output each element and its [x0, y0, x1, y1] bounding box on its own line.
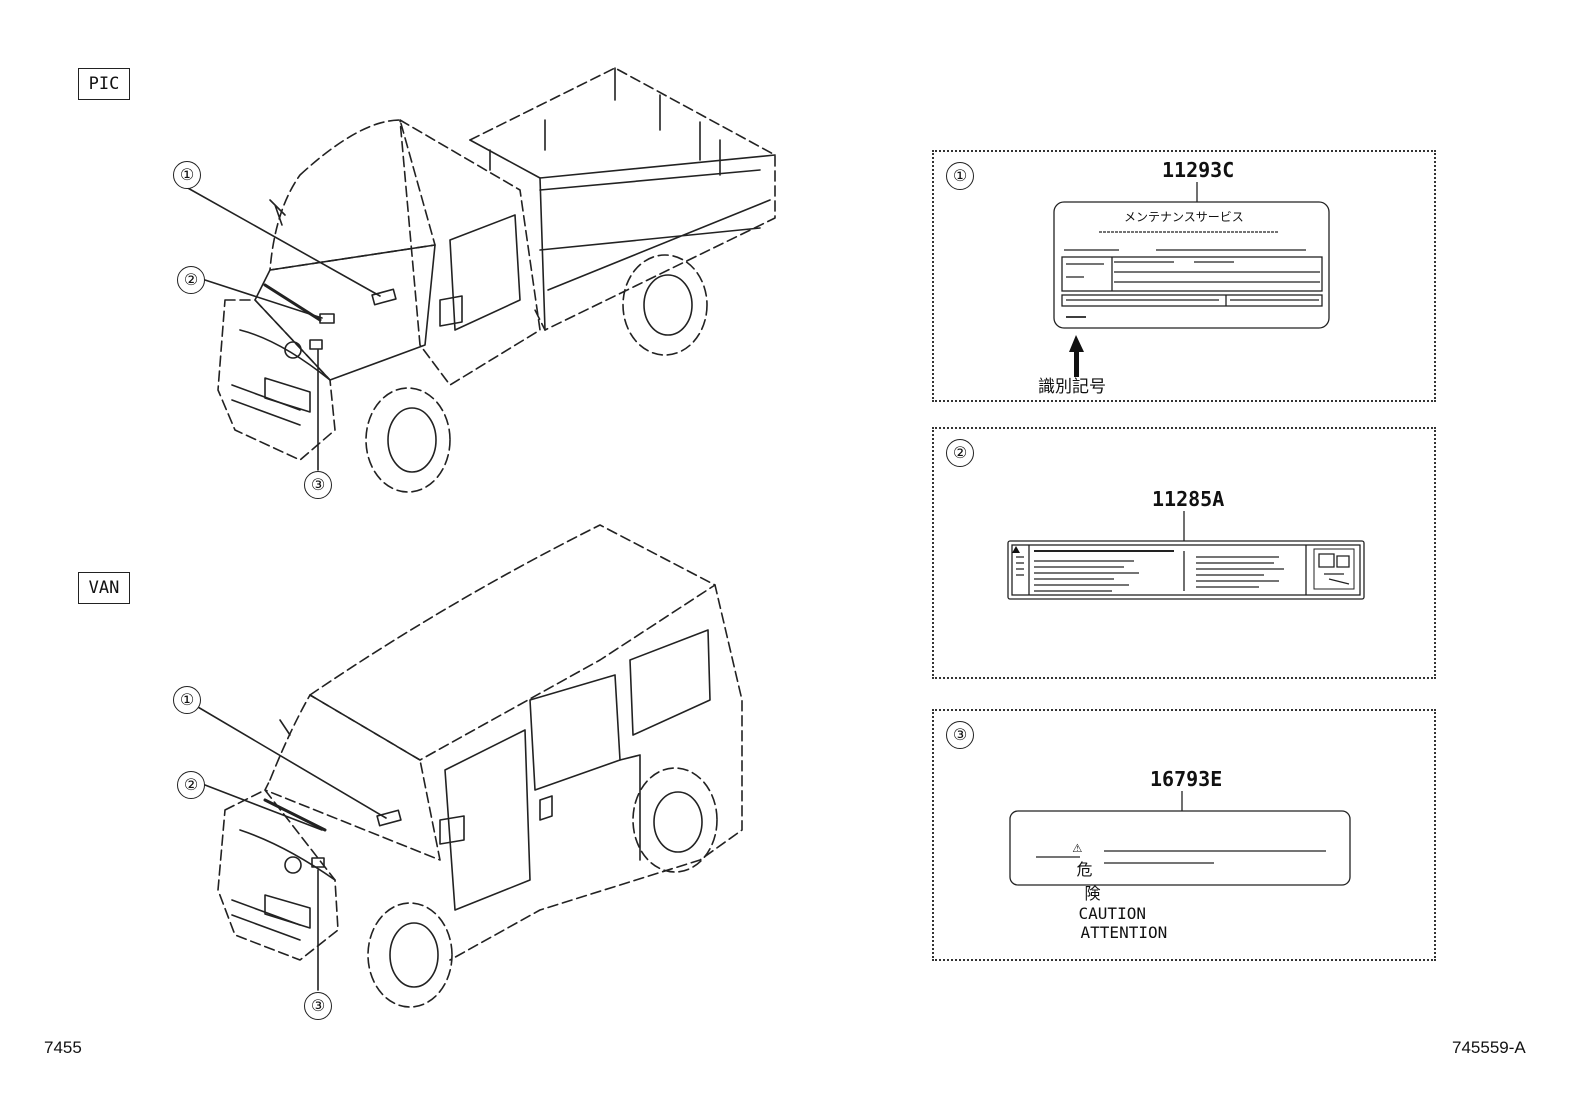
panel-1-part-number: 11293C — [1162, 158, 1235, 182]
pic-callout-2: ② — [177, 266, 205, 294]
panel-2-part-number: 11285A — [1152, 487, 1225, 511]
label-panel-2: ② 11285A — [932, 427, 1436, 679]
panel-1-number: ① — [946, 162, 974, 190]
pic-section-tag: PIC — [78, 68, 130, 100]
panel-3-number: ③ — [946, 721, 974, 749]
van-callout-3: ③ — [304, 992, 332, 1020]
caution-word-kiken-2: 険 — [1084, 884, 1101, 903]
pickup-truck-drawing — [185, 67, 776, 493]
pic-callout-1: ① — [173, 161, 201, 189]
maintenance-label-drawing — [1053, 182, 1330, 377]
panel-3-part-number: 16793E — [1150, 767, 1223, 791]
label-panel-1: ① 11293C メンテナンスサービス 識別記号 — [932, 150, 1436, 402]
maintenance-label-title: メンテナンスサービス — [1124, 210, 1244, 224]
panel-2-number: ② — [946, 439, 974, 467]
identification-mark-text: 識別記号 — [1038, 377, 1106, 397]
label-panel-3: ③ 16793E ⚠ 危 険 CAUTION ATTENTION — [932, 709, 1436, 961]
pic-callout-3: ③ — [304, 471, 332, 499]
van-callout-2: ② — [177, 771, 205, 799]
warning-label-drawing — [1007, 511, 1365, 600]
footer-right-code: 745559-A — [1452, 1038, 1526, 1057]
van-drawing — [185, 524, 743, 1008]
warning-triangle-icon: ⚠ — [1072, 837, 1083, 856]
caution-label-text: ⚠ 危 険 CAUTION ATTENTION — [1034, 818, 1168, 961]
caution-word-caution: CAUTION — [1078, 904, 1146, 923]
caution-word-attention: ATTENTION — [1080, 923, 1168, 942]
van-section-tag: VAN — [78, 572, 130, 604]
caution-label-drawing — [1009, 791, 1351, 886]
caution-word-kiken-1: 危 — [1076, 860, 1093, 879]
van-callout-1: ① — [173, 686, 201, 714]
footer-left-code: 7455 — [44, 1038, 82, 1057]
